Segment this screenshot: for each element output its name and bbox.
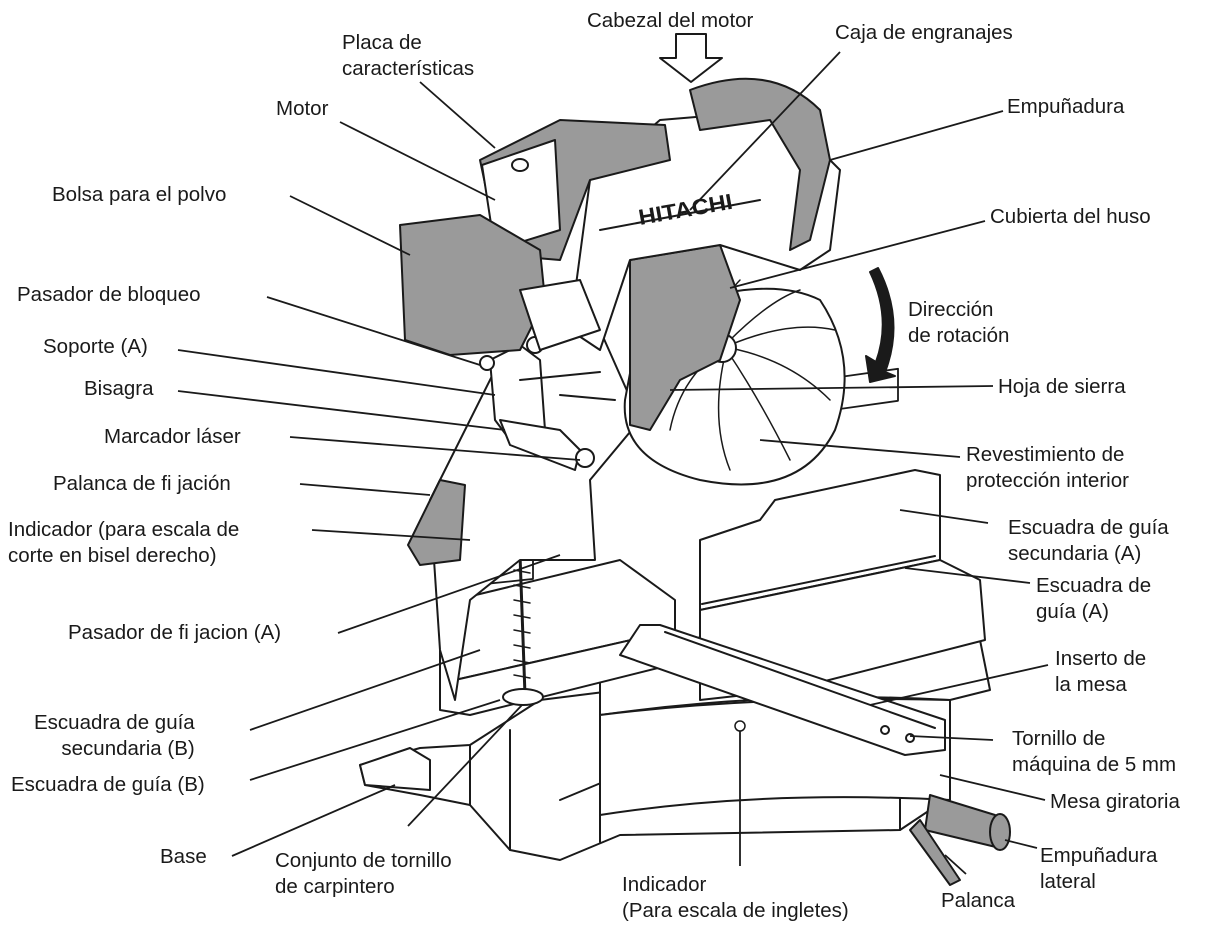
label-saw-blade: Hoja de sierra [998,375,1126,398]
leader-machine-screw [909,735,994,741]
rotation-arrow [865,267,896,383]
table-insert [619,624,946,756]
leader-grip [829,110,1004,161]
leader-motor [339,121,496,201]
spindle-cover [629,244,741,431]
leader-nameplate [419,81,496,149]
leader-lock-pin [266,296,481,366]
leader-side-handle [1004,839,1038,849]
leader-vise [407,704,523,827]
leader-base [231,784,396,857]
leader-laser-marker [289,436,581,461]
leader-saw-blade [669,385,994,391]
leader-table-insert [869,664,1049,706]
label-fixing-pin-a: Pasador de fi jacion (A) [68,621,282,644]
label-hinge: Bisagra [84,377,154,400]
vise-rod [518,553,527,697]
leader-fence-b [249,699,501,781]
leader-clamp-lever [299,483,431,496]
leader-fixing-pin-a [337,554,561,634]
label-motor: Motor [276,97,329,120]
label-fence-b: Escuadra de guía (B) [11,773,205,796]
leader-spindle-cover [729,220,986,289]
leader-hinge [177,390,506,431]
label-turntable: Mesa giratoria [1050,790,1180,813]
leader-holder-a [177,349,496,396]
label-dust-bag: Bolsa para el polvo [52,183,227,206]
leader-fence-a [904,567,1031,584]
grip [689,77,831,251]
motor-head-arrow [659,33,723,83]
label-grip: Empuñadura [1007,95,1125,118]
label-gear-box: Caja de engranajes [835,21,1013,44]
leader-inner-cover [759,439,961,458]
label-holder-a: Soporte (A) [43,335,148,358]
leader-dust-bag [289,195,411,256]
label-laser-marker: Marcador láser [104,425,241,448]
label-motor-head: Cabezal del motor [587,9,754,32]
base-foot-left [359,747,431,791]
clamp-lever-grip [407,479,466,566]
lock-pin-knob [479,355,495,371]
lever [909,819,961,886]
label-base: Base [160,845,207,868]
leader-turntable [939,774,1046,801]
label-spindle-cover: Cubierta del huso [990,205,1151,228]
laser-marker [575,448,595,468]
label-miter-indicator: Indicador(Para escala de ingletes) [622,873,849,922]
label-clamp-lever: Palanca de fi jación [53,472,231,495]
leader-gear-box [689,51,841,211]
leader-lever [944,854,967,875]
label-lock-pin: Pasador de bloqueo [17,283,201,306]
label-lever: Palanca [941,889,1016,912]
leader-bevel-indicator [311,529,471,541]
leader-sub-fence-a [899,509,989,524]
leader-sub-fence-b [249,649,481,731]
